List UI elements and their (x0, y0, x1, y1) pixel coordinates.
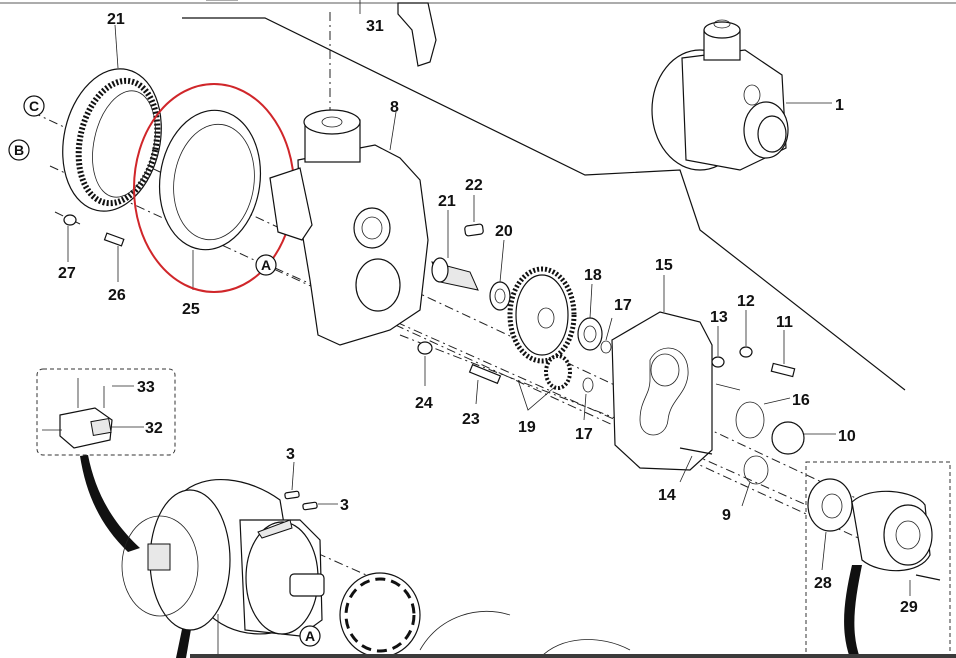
gearbox-assembly-1 (651, 19, 832, 171)
callout-24: 24 (415, 395, 433, 412)
gear-housing-8 (269, 109, 429, 346)
connector-inset-32-33 (36, 368, 176, 456)
callout-25: 25 (182, 301, 200, 318)
callout-21-shaft: 21 (438, 193, 456, 210)
callout-17-lower: 17 (575, 426, 593, 443)
screws-11-12-13 (711, 310, 796, 391)
ref-a-upper: A (255, 254, 277, 276)
callout-16: 16 (792, 392, 810, 409)
nut-24-bolt-23 (417, 341, 502, 405)
motor-assembly (121, 461, 338, 658)
cover-plate-15 (611, 275, 713, 471)
callout-32: 32 (145, 420, 163, 437)
circlip-16-plug-10-ring-9-pin-14 (679, 397, 836, 507)
fasteners-26-27 (63, 214, 125, 282)
callout-3-lower: 3 (340, 497, 349, 514)
ref-b: B (8, 139, 30, 161)
callout-33: 33 (137, 379, 155, 396)
callout-23: 23 (462, 411, 480, 428)
bearing-18-circlips-17 (577, 283, 613, 421)
ref-c: C (23, 95, 45, 117)
adaptor-ring-bottom (339, 572, 631, 658)
callout-22: 22 (465, 177, 483, 194)
callout-31: 31 (366, 18, 384, 35)
callout-20: 20 (495, 223, 513, 240)
callout-17-upper: 17 (614, 297, 632, 314)
callout-28: 28 (814, 575, 832, 592)
ref-a-lower-letter: A (305, 628, 315, 644)
callout-11: 11 (776, 314, 793, 331)
bottom-strip (190, 654, 956, 658)
callout-12: 12 (737, 293, 755, 310)
seal-ring-25 (158, 109, 262, 290)
section-boundary-line (182, 17, 906, 391)
ref-a-lower: A (299, 625, 321, 647)
callout-21-ring: 21 (107, 11, 125, 28)
gear-wheel-19 (507, 266, 577, 411)
callout-29: 29 (900, 599, 918, 616)
top-frame (0, 0, 956, 4)
washer-20 (489, 239, 511, 311)
encoder-inset-28-29 (805, 461, 951, 658)
callout-14: 14 (658, 487, 676, 504)
ref-c-letter: C (29, 98, 39, 114)
callout-3-upper: 3 (286, 446, 295, 463)
callout-18: 18 (584, 267, 602, 284)
callout-15: 15 (655, 257, 673, 274)
callout-13: 13 (710, 309, 728, 326)
ref-a-upper-letter: A (261, 257, 271, 273)
ref-b-letter: B (14, 142, 24, 158)
callout-1: 1 (835, 97, 844, 114)
callout-10: 10 (838, 428, 856, 445)
shaft-21-key-22 (431, 195, 484, 291)
ring-gear-21 (62, 24, 162, 212)
callout-19: 19 (518, 419, 536, 436)
motor-cable (80, 455, 140, 552)
callout-26: 26 (108, 287, 126, 304)
callout-9: 9 (722, 507, 731, 524)
bracket-31 (359, 0, 437, 67)
callout-8: 8 (390, 99, 399, 116)
callout-27: 27 (58, 265, 76, 282)
